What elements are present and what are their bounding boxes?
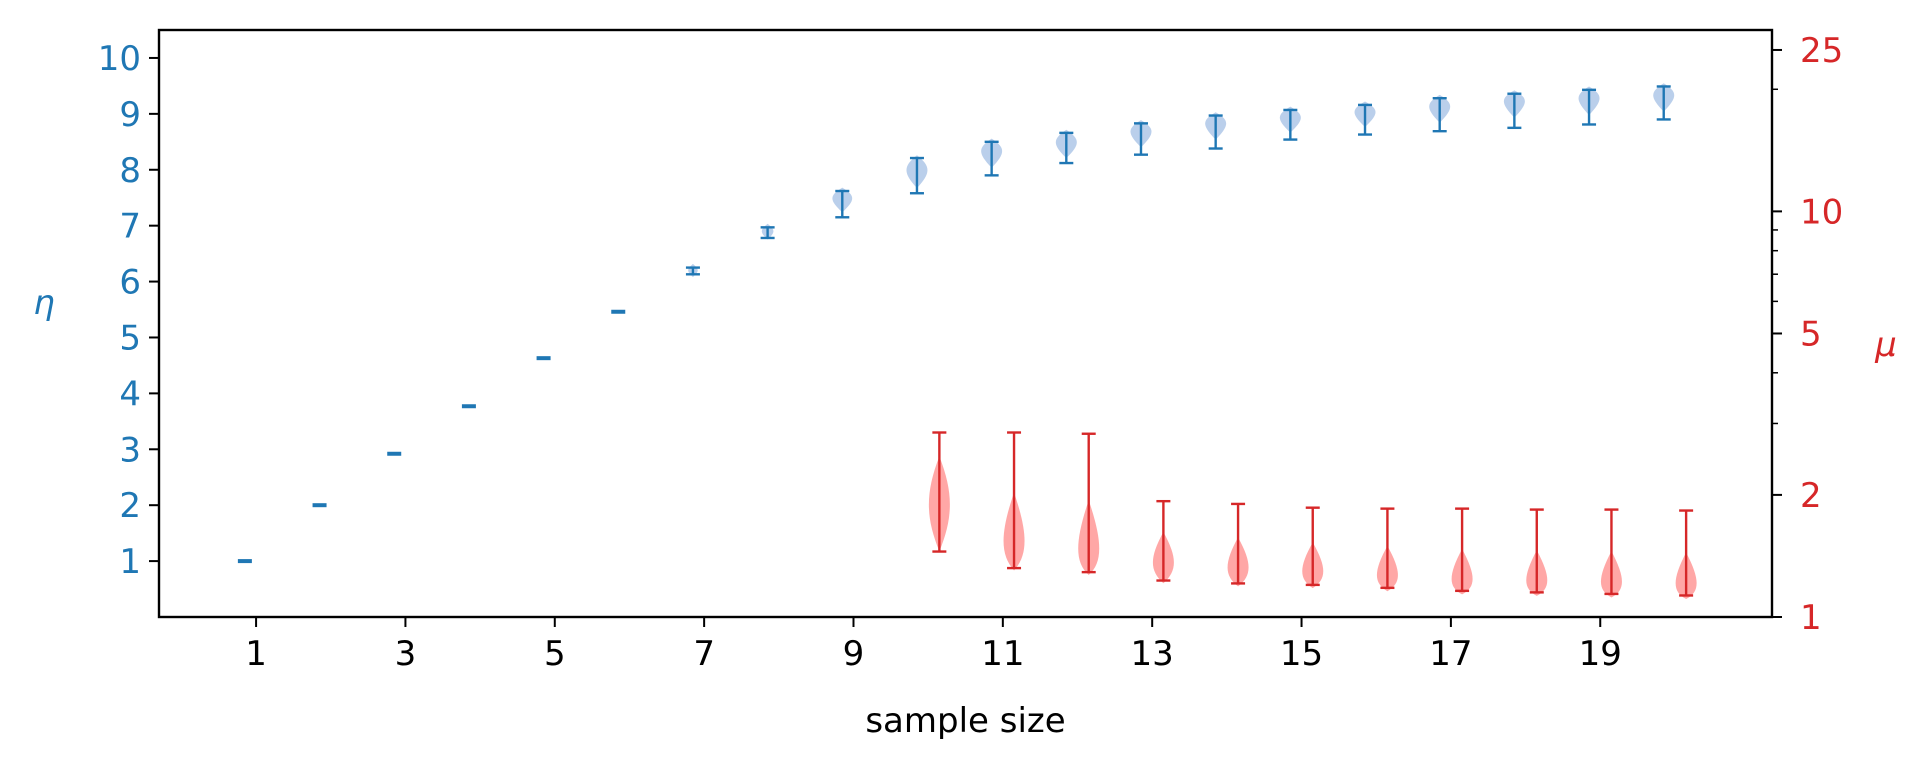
eta-violin: [1130, 120, 1152, 156]
x-tick-label: 19: [1579, 634, 1622, 674]
right-tick-label: 2: [1800, 476, 1822, 516]
x-tick-label: 1: [245, 634, 267, 674]
mu-violin: [1302, 506, 1324, 589]
mu-violin: [1003, 431, 1025, 571]
eta-violin: [981, 138, 1003, 177]
violin-layer: [237, 83, 1697, 600]
x-tick-label: 7: [693, 634, 715, 674]
eta-violin: [1279, 106, 1301, 141]
plot-frame: [157, 28, 1774, 619]
plot-border: [157, 28, 1774, 619]
x-axis-title: sample size: [865, 701, 1065, 741]
eta-violin: [685, 263, 700, 278]
left-tick-label: 1: [119, 542, 141, 582]
eta-violin: [906, 155, 928, 195]
mu-violin: [1227, 502, 1249, 587]
x-tick-label: 17: [1429, 634, 1472, 674]
left-tick-label: 5: [119, 318, 141, 358]
right-axis-title: μ: [1874, 325, 1897, 365]
eta-violin: [1503, 90, 1525, 130]
x-tick-label: 5: [544, 634, 566, 674]
left-axis: 1 2 3 4 5 6 7 8 9 10: [98, 39, 159, 582]
left-tick-label: 9: [119, 95, 141, 135]
left-tick-label: 2: [119, 486, 141, 526]
x-tick-label: 9: [843, 634, 865, 674]
left-axis-title: η: [33, 283, 55, 323]
right-tick-label: 10: [1800, 192, 1843, 232]
mu-violin: [928, 431, 950, 553]
x-tick-label: 11: [981, 634, 1024, 674]
eta-violin: [1578, 86, 1600, 126]
mu-violin: [1152, 499, 1174, 584]
left-tick-label: 4: [119, 374, 141, 414]
eta-violin: [1055, 129, 1077, 165]
x-tick-label: 13: [1131, 634, 1174, 674]
left-tick-label: 10: [98, 39, 141, 79]
right-tick-label: 1: [1800, 598, 1822, 638]
left-tick-label: 7: [119, 207, 141, 247]
mu-violin: [1600, 508, 1622, 598]
eta-violin: [1354, 101, 1376, 136]
left-tick-label: 3: [119, 430, 141, 470]
x-tick-label: 15: [1280, 634, 1323, 674]
left-tick-label: 8: [119, 151, 141, 191]
eta-violin: [1653, 83, 1675, 121]
right-tick-label: 25: [1800, 31, 1843, 71]
x-tick-label: 3: [395, 634, 417, 674]
mu-violin: [1526, 508, 1548, 596]
mu-violin: [1675, 509, 1697, 600]
mu-violin: [1451, 507, 1473, 595]
mu-violin: [1078, 432, 1100, 575]
eta-violin: [1429, 94, 1451, 133]
right-tick-label: 5: [1800, 314, 1822, 354]
eta-violin: [760, 223, 775, 240]
mu-violin: [1376, 507, 1398, 592]
eta-violin: [1205, 112, 1227, 150]
eta-violin: [832, 187, 853, 219]
left-tick-label: 6: [119, 263, 141, 303]
